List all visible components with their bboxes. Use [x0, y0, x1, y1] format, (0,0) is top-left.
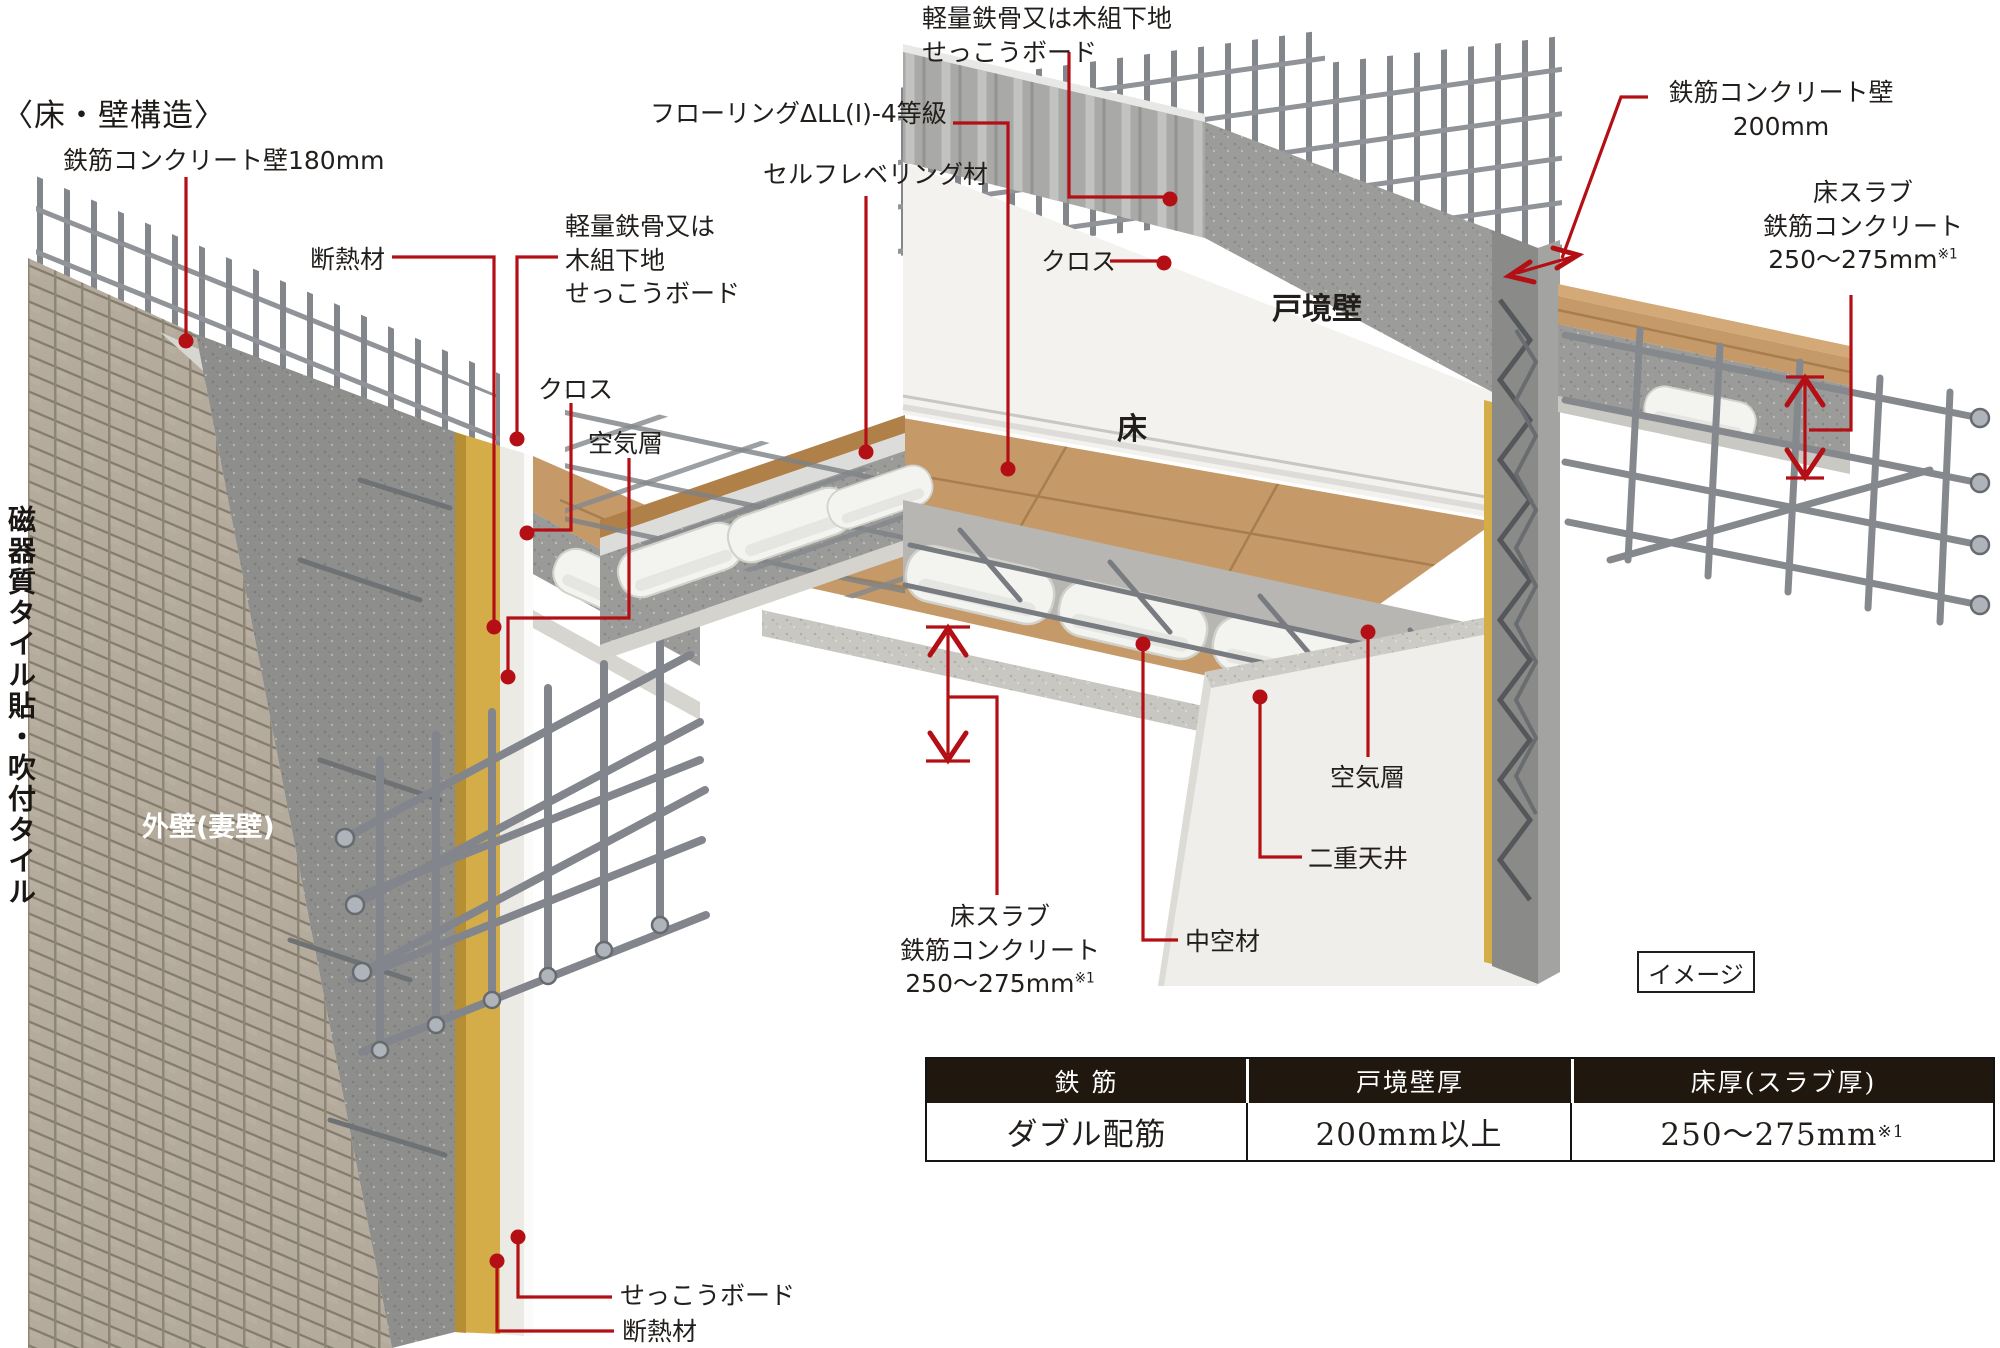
- insulation-layer: [455, 432, 500, 1334]
- label-air-layer-left: 空気層: [588, 429, 664, 458]
- left-diagram-exterior-wall: [28, 176, 762, 1348]
- label-rc-wall-200: 鉄筋コンクリート壁 200mm: [1668, 78, 1894, 141]
- label-cross-left: クロス: [538, 375, 614, 404]
- party-wall-face: [903, 162, 1492, 518]
- label-lgs-left: 軽量鉄骨又は 木組下地 せっこうボード: [565, 212, 741, 308]
- label-tile-vertical: 磁器質タイル貼・吹付タイル: [4, 505, 37, 908]
- image-tag-box: イメージ: [1637, 951, 1755, 993]
- header-party-wall-thickness: 戸境壁厚: [1246, 1059, 1571, 1103]
- spec-table-header-row: 鉄 筋 戸境壁厚 床厚(スラブ厚): [927, 1059, 1993, 1103]
- double-ceiling-wedge: [1158, 616, 1538, 986]
- label-self-leveling: セルフレベリング材: [763, 160, 989, 189]
- leader-dots: [178, 191, 1376, 1269]
- label-slab-right: 床スラブ 鉄筋コンクリート 250〜275mm※1: [1762, 178, 1963, 274]
- label-slab-bottom: 床スラブ 鉄筋コンクリート 250〜275mm※1: [899, 902, 1100, 998]
- label-rc-wall-180: 鉄筋コンクリート壁180mm: [63, 146, 385, 175]
- air-gap-layer: [524, 453, 533, 1337]
- label-insulation-bottom: 断熱材: [622, 1317, 698, 1346]
- left-rebar-ends: [334, 827, 670, 1060]
- concrete-column: [1484, 230, 1560, 984]
- cell-floor-thickness: 250〜275mm※1: [1570, 1103, 1993, 1160]
- leader-lines: [184, 52, 1853, 1333]
- label-outer-wall: 外壁(妻壁): [142, 812, 275, 843]
- left-rebar-cage: [341, 636, 710, 1056]
- label-floor: 床: [1117, 412, 1147, 447]
- right-slab: [1557, 284, 1851, 474]
- interior-rebar-stubs: [287, 477, 453, 1158]
- cell-reinforcement: ダブル配筋: [1006, 1117, 1167, 1153]
- right-rebar-ends: [1969, 407, 1991, 616]
- label-party-wall: 戸境壁: [1272, 292, 1362, 327]
- label-air-layer-right: 空気層: [1330, 763, 1406, 792]
- spec-table: 鉄 筋 戸境壁厚 床厚(スラブ厚) ダブル配筋 200mm以上 250〜275m…: [925, 1057, 1995, 1162]
- image-tag-label: イメージ: [1648, 960, 1744, 989]
- right-diagram-party-wall-floor: [565, 30, 1991, 986]
- floor-slab-cross-section: [565, 390, 939, 661]
- label-cross-right: クロス: [1041, 247, 1117, 276]
- header-reinforcement: 鉄 筋: [1054, 1068, 1119, 1097]
- cell-party-wall-thickness: 200mm以上: [1246, 1103, 1570, 1160]
- header-floor-thickness: 床厚(スラブ厚): [1571, 1059, 1993, 1103]
- spec-table-data-row: ダブル配筋 200mm以上 250〜275mm※1: [927, 1103, 1993, 1160]
- label-hollow-material: 中空材: [1185, 927, 1261, 956]
- right-rebar-cage: [1561, 326, 1984, 626]
- label-double-ceiling: 二重天井: [1308, 844, 1409, 873]
- label-flooring: フローリングΔLL(I)-4等級: [650, 99, 947, 128]
- leader-arrowheads: [927, 245, 1826, 765]
- page-title: 〈床・壁構造〉: [2, 98, 226, 134]
- label-insulation-top: 断熱材: [310, 245, 386, 274]
- label-gypsum-bottom: せっこうボード: [620, 1281, 796, 1310]
- label-lgs-top: 軽量鉄骨又は木組下地 せっこうボード: [922, 4, 1173, 67]
- tile-wall-face: [28, 258, 392, 1348]
